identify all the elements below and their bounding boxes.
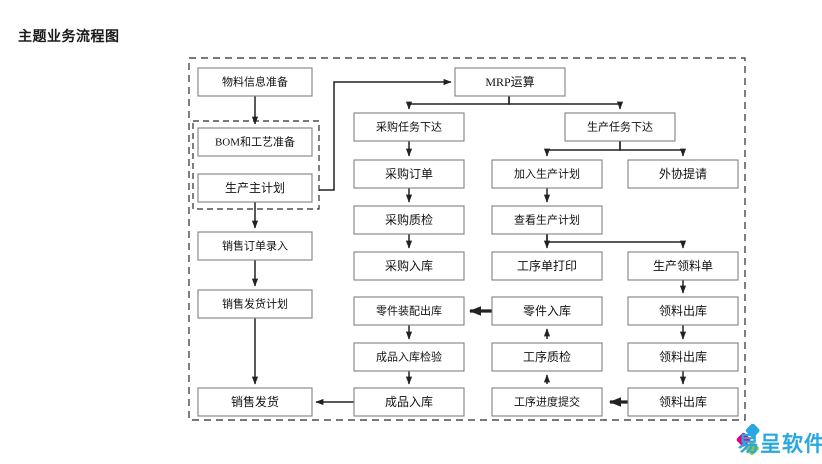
flow-node-box[interactable] xyxy=(564,112,676,142)
flow-node[interactable]: 查看生产计划 xyxy=(491,205,603,235)
flow-node[interactable]: 工序单打印 xyxy=(491,251,603,281)
page-title: 主题业务流程图 xyxy=(18,28,120,44)
flow-node-label: 成品入库 xyxy=(385,394,433,409)
flow-node[interactable]: 物料信息准备 xyxy=(197,67,313,97)
flow-node-label: 加入生产计划 xyxy=(514,167,580,181)
flow-node-box[interactable] xyxy=(627,159,739,189)
flow-node-box[interactable] xyxy=(197,231,313,261)
flow-node[interactable]: 采购质检 xyxy=(353,205,465,235)
flow-node-label: 工序质检 xyxy=(523,349,571,364)
flow-node[interactable]: 生产主计划 xyxy=(197,173,313,203)
flow-node[interactable]: 工序质检 xyxy=(491,342,603,372)
flow-node[interactable]: 成品入库检验 xyxy=(353,342,465,372)
flow-node-label: 领料出库 xyxy=(659,394,707,409)
flow-node-box[interactable] xyxy=(197,289,313,319)
flow-node-label: 销售发货计划 xyxy=(222,297,288,311)
flow-node-box[interactable] xyxy=(353,342,465,372)
flow-node[interactable]: 销售发货 xyxy=(197,387,313,417)
flow-node-box[interactable] xyxy=(627,296,739,326)
edge-mrp-to-production-task xyxy=(508,96,624,110)
edge-production-task-to-outsource xyxy=(619,141,687,157)
flow-node-label: 生产任务下达 xyxy=(587,120,653,134)
logo-square-right xyxy=(745,441,759,456)
edge-planning-to-mrp xyxy=(319,78,452,191)
flow-node-box[interactable] xyxy=(491,251,603,281)
flow-node-label: 销售订单录入 xyxy=(222,239,288,253)
flow-node-label: 销售发货 xyxy=(231,394,279,409)
flow-node-box[interactable] xyxy=(491,159,603,189)
flow-node-box[interactable] xyxy=(197,387,313,417)
main-process-boundary xyxy=(188,57,746,421)
flow-node[interactable]: MRP运算 xyxy=(454,67,566,97)
flow-node-label: 采购订单 xyxy=(385,166,433,181)
flow-node-box[interactable] xyxy=(197,127,313,157)
flow-node-label: 采购入库 xyxy=(385,258,433,273)
flow-node-box[interactable] xyxy=(353,205,465,235)
flow-node-box[interactable] xyxy=(627,342,739,372)
logo-square-top xyxy=(745,424,760,438)
flow-node-box[interactable] xyxy=(353,296,465,326)
flow-node[interactable]: 生产领料单 xyxy=(627,251,739,281)
flow-node-box[interactable] xyxy=(197,67,313,97)
flow-node-label: 采购任务下达 xyxy=(376,120,442,134)
pinwheel-logo-icon xyxy=(736,424,760,456)
flow-node-label: 外协提请 xyxy=(659,166,707,181)
flow-node[interactable]: 销售发货计划 xyxy=(197,289,313,319)
flow-node-box[interactable] xyxy=(491,387,603,417)
flow-node-label: 成品入库检验 xyxy=(376,350,442,364)
flow-node[interactable]: 采购订单 xyxy=(353,159,465,189)
flow-node-label: 领料出库 xyxy=(659,303,707,318)
edge-view-plan-to-material-req xyxy=(546,234,687,249)
flow-node-label: 生产领料单 xyxy=(653,259,713,273)
flow-node-box[interactable] xyxy=(353,251,465,281)
flow-node-label: 工序单打印 xyxy=(517,258,577,273)
flow-node-label: 零件装配出库 xyxy=(376,304,442,318)
flow-node-label: BOM和工艺准备 xyxy=(215,135,295,149)
flow-node-label: 查看生产计划 xyxy=(514,213,580,227)
flow-node-box[interactable] xyxy=(627,251,739,281)
logo-text: 易呈软件 xyxy=(738,433,822,456)
edge-production-task-to-add-plan xyxy=(543,141,621,157)
flow-node[interactable]: 加入生产计划 xyxy=(491,159,603,189)
flow-node-box[interactable] xyxy=(491,205,603,235)
flow-node-box[interactable] xyxy=(353,159,465,189)
flow-node-label: 工序进度提交 xyxy=(514,395,580,409)
flow-node-box[interactable] xyxy=(454,67,566,97)
flow-node-label: 物料信息准备 xyxy=(222,75,288,89)
logo-square-left xyxy=(736,432,751,447)
flow-node-box[interactable] xyxy=(353,112,465,142)
flow-node-box[interactable] xyxy=(491,296,603,326)
flow-node-box[interactable] xyxy=(627,387,739,417)
flow-node[interactable]: 领料出库 xyxy=(627,387,739,417)
flow-node-label: 零件入库 xyxy=(523,303,571,318)
flow-node[interactable]: 采购任务下达 xyxy=(353,112,465,142)
flow-node[interactable]: 工序进度提交 xyxy=(491,387,603,417)
flow-node[interactable]: 外协提请 xyxy=(627,159,739,189)
flow-node[interactable]: 成品入库 xyxy=(353,387,465,417)
flow-node[interactable]: 零件入库 xyxy=(491,296,603,326)
flow-node-box[interactable] xyxy=(353,387,465,417)
flow-node[interactable]: 零件装配出库 xyxy=(353,296,465,326)
edge-mrp-to-purchase-task xyxy=(405,96,510,110)
flow-node-label: MRP运算 xyxy=(485,74,534,89)
flow-node[interactable]: 销售订单录入 xyxy=(197,231,313,261)
flow-node[interactable]: 领料出库 xyxy=(627,342,739,372)
flow-node-label: 领料出库 xyxy=(659,349,707,364)
flow-node[interactable]: 生产任务下达 xyxy=(564,112,676,142)
flow-node[interactable]: 采购入库 xyxy=(353,251,465,281)
flow-node-box[interactable] xyxy=(197,173,313,203)
flow-node-label: 生产主计划 xyxy=(225,181,285,195)
flow-node-label: 采购质检 xyxy=(385,212,433,227)
flow-node-box[interactable] xyxy=(491,342,603,372)
flow-node[interactable]: BOM和工艺准备 xyxy=(197,127,313,157)
flow-node[interactable]: 领料出库 xyxy=(627,296,739,326)
